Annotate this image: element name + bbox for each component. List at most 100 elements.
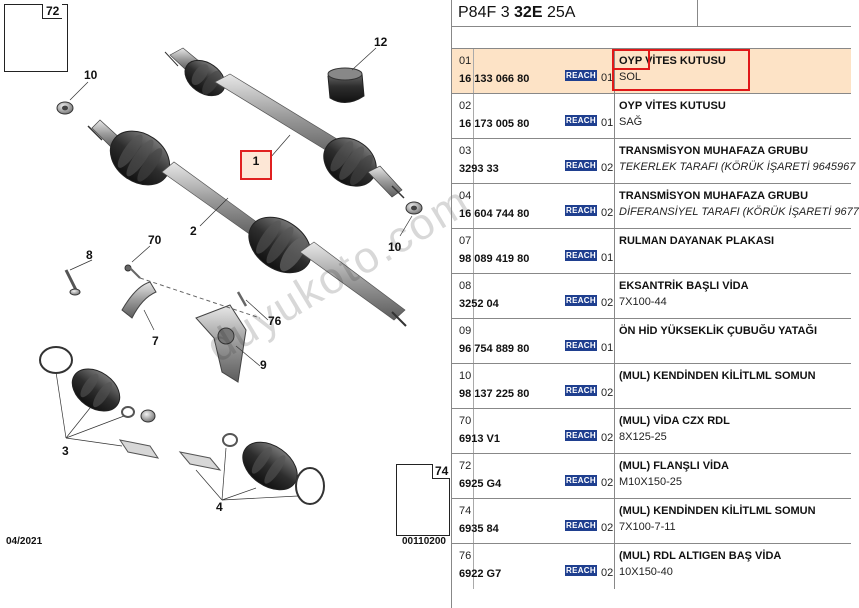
part-reference[interactable]: 6935 84 [459,523,499,535]
quantity: 02 [601,387,614,399]
reference-code: P84F 3 32E 25A [458,4,575,22]
parts-row-08[interactable]: 08 3252 04 REACH 02 EKSANTRİK BAŞLI VİDA 7X10… [452,273,851,319]
row-index: 07 [459,235,472,247]
row-index: 02 [459,100,472,112]
row-index: 74 [459,505,472,517]
callout-10-lower[interactable]: 10 [388,240,402,254]
code-bold: 32E [514,4,543,21]
reach-badge: REACH [565,205,597,216]
parts-row-10[interactable]: 10 98 137 225 80 REACH 02 (MUL) KENDİNDEN Kİ… [452,363,851,409]
part-description: RULMAN DAYANAK PLAKASI [619,235,775,247]
reach-badge: REACH [565,520,597,531]
row-index: 10 [459,370,472,382]
panel-header: P84F 3 32E 25A [452,0,851,27]
part-description: TRANSMİSYON MUHAFAZA GRUBU [619,145,809,157]
part-description: EKSANTRİK BAŞLI VİDA [619,280,749,292]
reach-badge: REACH [565,385,597,396]
part-reference[interactable]: 16 604 744 80 [459,208,530,220]
row-index: 03 [459,145,472,157]
reach-badge: REACH [565,295,597,306]
screw-8 [64,269,81,296]
drive-shaft-lower [87,119,407,327]
callout-7[interactable]: 7 [152,334,159,348]
part-74-label: 74 [432,464,451,479]
part-reference[interactable]: 6922 G7 [459,568,502,580]
reach-badge: REACH [565,565,597,576]
diagram-drawing [13,21,441,521]
part-reference[interactable]: 98 137 225 80 [459,388,530,400]
part-description: (MUL) KENDİNDEN KİLİTLML SOMUN [619,505,816,517]
part-description: OYP VİTES KUTUSU [619,55,726,67]
part-72-label: 72 [42,4,63,19]
reach-badge: REACH [565,475,597,486]
part-reference[interactable]: 16 173 005 80 [459,118,530,130]
nut-10-right [405,201,423,215]
part-74-box [396,464,450,536]
quantity: 01 [601,72,614,84]
bearing-block-12 [327,67,365,103]
part-description: TRANSMİSYON MUHAFAZA GRUBU [619,190,809,202]
row-index: 01 [459,55,472,67]
quantity: 02 [601,297,614,309]
nut-10-left [56,101,74,115]
part-reference[interactable]: 6913 V1 [459,433,500,445]
part-description: (MUL) RDL ALTIGEN BAŞ VİDA [619,550,782,562]
part-detail: 8X125-25 [619,431,667,443]
part-reference[interactable]: 98 089 419 80 [459,253,530,265]
callout-10-upper[interactable]: 10 [84,68,98,82]
bracket-7 [121,264,157,319]
reach-badge: REACH [565,250,597,261]
part-detail: 7X100-44 [619,296,667,308]
row-index: 08 [459,280,472,292]
parts-row-07[interactable]: 07 98 089 419 80 REACH 01 RULMAN DAYANAK PLA… [452,228,851,274]
part-description: OYP VİTES KUTUSU [619,100,726,112]
quantity: 02 [601,477,614,489]
part-description: (MUL) VİDA CZX RDL [619,415,730,427]
row-index: 76 [459,550,472,562]
diagram-date: 04/2021 [6,536,43,547]
part-description: (MUL) FLANŞLI VİDA [619,460,729,472]
row-index: 04 [459,190,472,202]
callout-1: 1 [252,154,260,168]
quantity: 01 [601,117,614,129]
part-detail: SOL [619,71,642,83]
part-reference[interactable]: 6925 G4 [459,478,502,490]
part-reference[interactable]: 16 133 066 80 [459,73,530,85]
callout-2[interactable]: 2 [190,224,197,238]
callout-8[interactable]: 8 [86,248,93,262]
part-detail: 7X100-7-11 [619,521,676,533]
diagram-code: 00110200 [402,536,446,547]
bearing-support-9 [195,291,248,383]
part-reference[interactable]: 3293 33 [459,163,499,175]
exploded-diagram: 72 74 12 10 1 10 2 70 8 76 7 9 3 4 04/20… [4,4,479,547]
quantity: 02 [601,162,614,174]
callout-70[interactable]: 70 [148,233,162,247]
reach-badge: REACH [565,115,597,126]
callout-9[interactable]: 9 [260,358,267,372]
part-reference[interactable]: 3252 04 [459,298,499,310]
callout-76[interactable]: 76 [268,314,282,328]
part-detail: TEKERLEK TARAFI (KÖRÜK İŞARETİ 9645967 [619,161,856,173]
part-description: (MUL) KENDİNDEN KİLİTLML SOMUN [619,370,816,382]
row-index: 72 [459,460,472,472]
callout-12[interactable]: 12 [374,35,388,49]
code-suffix: 25A [542,4,576,21]
callout-1-highlighted[interactable]: 1 [240,150,272,180]
part-detail: DİFERANSİYEL TARAFI (KÖRÜK İŞARETİ 9677 [619,206,859,218]
quantity: 01 [601,342,614,354]
quantity: 02 [601,432,614,444]
part-reference[interactable]: 96 754 889 80 [459,343,530,355]
callout-3[interactable]: 3 [62,444,69,458]
callout-4[interactable]: 4 [216,500,223,514]
quantity: 01 [601,252,614,264]
